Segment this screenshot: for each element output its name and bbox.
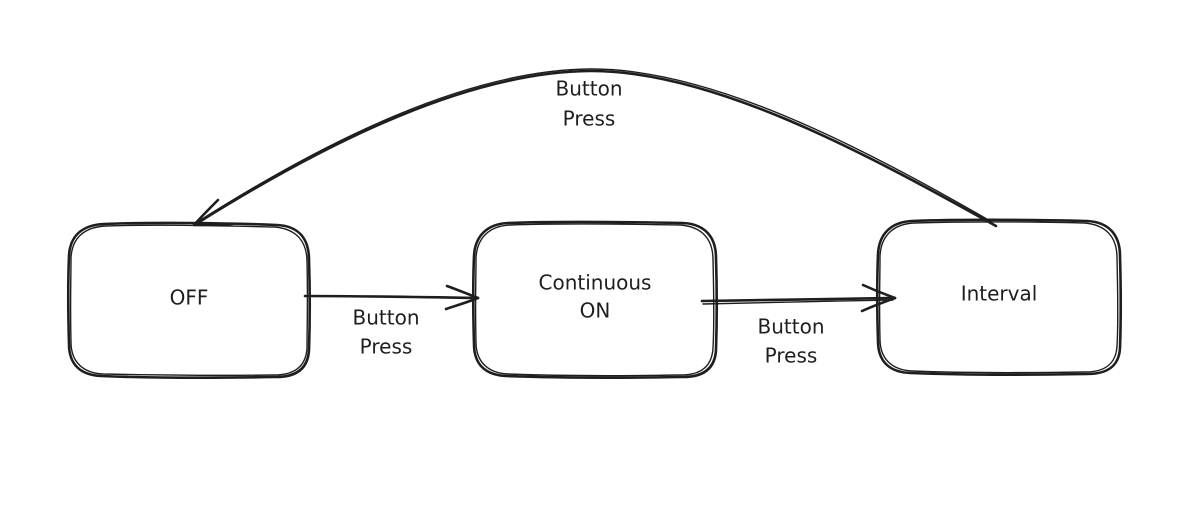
transition-label-off-to-continuous-line1: Button bbox=[353, 306, 420, 330]
transition-label-interval-to-off-line2: Press bbox=[563, 107, 616, 131]
transition-label-interval-to-off-line1: Button bbox=[556, 77, 623, 101]
transition-interval-to-off: Button Press bbox=[192, 68, 998, 228]
state-box-interval bbox=[875, 218, 1123, 376]
state-node-off: OFF bbox=[66, 221, 312, 379]
arrow-line-continuous-to-interval bbox=[700, 296, 897, 303]
transition-label-off-to-continuous-line2: Press bbox=[360, 335, 413, 359]
arrow-curve-interval-to-off bbox=[194, 69, 998, 228]
arrowhead-icon bbox=[444, 284, 480, 311]
arrowhead-icon bbox=[860, 283, 897, 313]
transition-continuous-on-to-interval: Button Press bbox=[700, 283, 897, 368]
state-node-continuous-on: Continuous ON bbox=[471, 220, 719, 379]
state-box-off bbox=[66, 221, 312, 379]
transition-off-to-continuous-on: Button Press bbox=[303, 284, 480, 359]
arrow-line-off-to-continuous bbox=[303, 294, 480, 300]
state-label-continuous-on-line2: ON bbox=[580, 299, 611, 323]
arrowhead-icon bbox=[192, 198, 234, 227]
state-label-off: OFF bbox=[170, 286, 209, 310]
transition-label-continuous-to-interval-line1: Button bbox=[758, 315, 825, 339]
state-label-interval: Interval bbox=[961, 282, 1038, 306]
state-node-interval: Interval bbox=[875, 218, 1123, 376]
state-label-continuous-on-line1: Continuous bbox=[539, 271, 652, 295]
transition-label-continuous-to-interval-line2: Press bbox=[765, 344, 818, 368]
